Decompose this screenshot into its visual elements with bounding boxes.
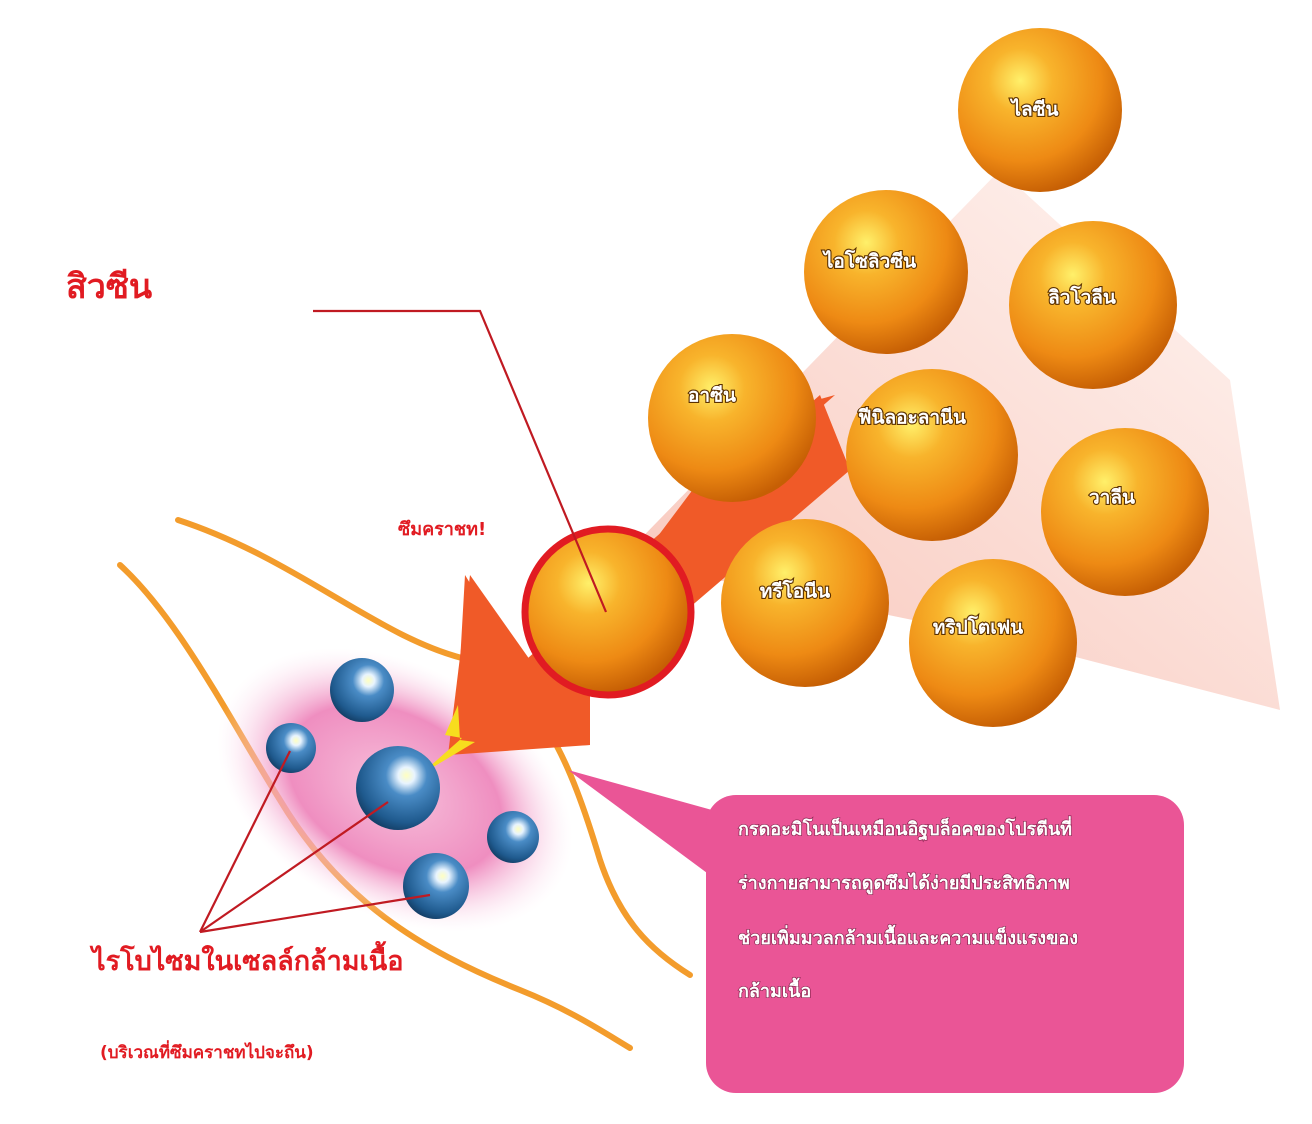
info-box — [706, 795, 1184, 1093]
amino-ball-5: ฟีนิลอะลานีน — [846, 369, 1018, 541]
leader-line — [313, 309, 608, 613]
info-box-line-3: ช่วยเพิ่มมวลกล้ามเนื้อและความแข็งแรงของ — [738, 924, 1078, 949]
acne-label: สิวซีน — [66, 267, 152, 307]
amino-ball-1: ไลซีน — [958, 28, 1122, 192]
pointer-line — [199, 750, 291, 933]
absorbing-ball — [528, 532, 688, 692]
amino-ball-7: ทรีโอนีน — [721, 519, 889, 687]
mito-sub-label: (บริเวณที่ซึมคราชทไปจะถึน) — [100, 1040, 314, 1063]
amino-ball-3: ลิวโวลีน — [1009, 221, 1177, 389]
amino-ball-4: อาซีน — [648, 334, 816, 502]
amino-ball-6: วาลีน — [1041, 428, 1209, 596]
info-box-line-2: ร่างกายสามารถดูดซึมได้ง่ายมีประสิทธิภาพ — [738, 872, 1070, 895]
amino-ball-8: ทริปโตเฟน — [909, 559, 1077, 727]
pointer-line — [199, 893, 431, 934]
svg-text:ไลซีน: ไลซีน — [1009, 98, 1058, 121]
callout-pointer — [568, 770, 730, 890]
pointer-line — [199, 801, 389, 933]
absorption-arrow-head — [448, 575, 590, 755]
mito-label: ไรโบไซมในเซลล์กล้ามเนื้อ — [89, 940, 403, 977]
ribosome-sphere — [356, 746, 440, 830]
info-box-line-4: กล้ามเนื้อ — [738, 977, 811, 1002]
svg-text:อาซีน: อาซีน — [688, 385, 736, 407]
absorbed-label: ซึมคราชท! — [398, 519, 486, 540]
svg-text:ทรีโอนีน: ทรีโอนีน — [760, 580, 830, 603]
svg-text:ไอโซลิวซีน: ไอโซลิวซีน — [822, 250, 916, 273]
svg-text:ฟีนิลอะลานีน: ฟีนิลอะลานีน — [858, 407, 966, 429]
ribosome-sphere — [403, 853, 469, 919]
ribosome-sphere — [266, 723, 316, 773]
ribosome-sphere — [330, 658, 394, 722]
svg-text:วาลีน: วาลีน — [1089, 487, 1135, 509]
svg-text:ทริปโตเฟน: ทริปโตเฟน — [933, 616, 1023, 639]
amino-ball-2: ไอโซลิวซีน — [804, 190, 968, 354]
highlight-ring — [521, 525, 695, 699]
svg-text:ลิวโวลีน: ลิวโวลีน — [1048, 286, 1116, 309]
ribosome-sphere — [487, 811, 539, 863]
info-box-line-1: กรดอะมิโนเป็นเหมือนอิฐบล็อคของโปรตีนที่ — [738, 816, 1072, 841]
